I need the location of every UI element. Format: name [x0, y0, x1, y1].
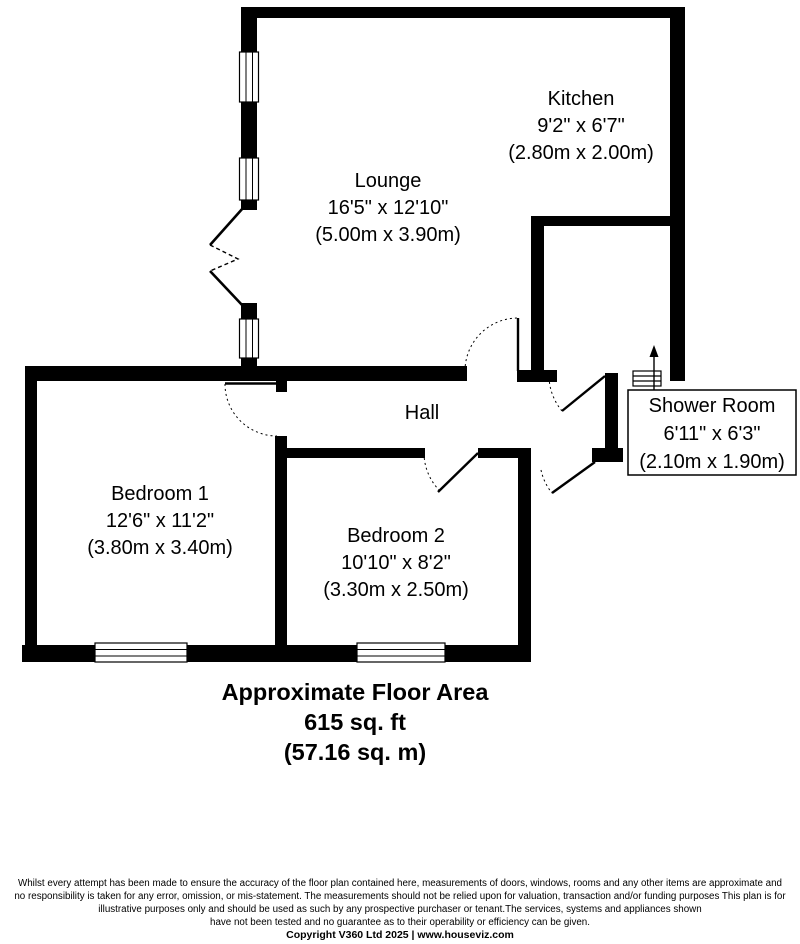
label-bedroom2: Bedroom 2 10'10" x 8'2" (3.30m x 2.50m) [323, 525, 469, 601]
entry-steps [632, 370, 662, 387]
bedroom2-metric: (3.30m x 2.50m) [323, 579, 469, 601]
wall-lounge-left-d [241, 303, 257, 319]
bedroom2-name: Bedroom 2 [347, 525, 445, 547]
wall-lounge-left-a [241, 7, 257, 52]
window-lounge-1 [238, 51, 260, 103]
shower-room-label-box [627, 389, 797, 476]
kitchen-imperial: 9'2" x 6'7" [537, 115, 624, 137]
wall-bed2-top-right [478, 448, 531, 458]
wall-bed1-door-jamb [276, 378, 287, 392]
disclaimer-line-3: illustrative purposes only and should be… [98, 904, 701, 915]
floor-area-metric: (57.16 sq. m) [284, 739, 426, 765]
wall-shower-left [531, 216, 544, 381]
wall-bed2-top-left [283, 448, 425, 458]
door-entrance [540, 461, 596, 494]
lounge-name: Lounge [355, 170, 422, 192]
window-bed2 [356, 642, 446, 663]
wall-hall-top [25, 366, 467, 381]
wall-left [25, 366, 37, 662]
windows [94, 51, 446, 663]
kitchen-metric: (2.80m x 2.00m) [508, 142, 654, 164]
kitchen-name: Kitchen [548, 88, 615, 110]
label-hall: Hall [405, 402, 439, 424]
copyright-line: Copyright V360 Ltd 2025 | www.houseviz.c… [286, 929, 514, 941]
hall-name: Hall [405, 402, 439, 424]
disclaimer-line-2: no responsibility is taken for any error… [14, 891, 786, 902]
lounge-metric: (5.00m x 3.90m) [315, 224, 461, 246]
wall-lounge-left-b [241, 102, 257, 158]
floor-area-title: Approximate Floor Area [222, 679, 490, 705]
window-lounge-2 [238, 157, 260, 201]
lounge-imperial: 16'5" x 12'10" [328, 197, 449, 219]
footer: Whilst every attempt has been made to en… [14, 878, 786, 941]
door-bedroom2 [423, 452, 479, 493]
label-shower-room: Shower Room 6'11" x 6'3" (2.10m x 1.90m) [627, 389, 797, 476]
wall-lounge-left-c [241, 200, 257, 210]
wall-bed2-right [518, 448, 531, 662]
door-lounge [464, 317, 520, 372]
door-bedroom1 [224, 382, 278, 437]
floor-area-summary: Approximate Floor Area 615 sq. ft (57.16… [222, 679, 490, 765]
bedroom1-name: Bedroom 1 [111, 483, 209, 505]
wall-bed1-bed2-divider [275, 436, 287, 650]
shower-metric: (2.10m x 1.90m) [639, 451, 785, 473]
wall-top [242, 7, 685, 18]
shower-imperial: 6'11" x 6'3" [663, 423, 760, 445]
bedroom1-metric: (3.80m x 3.40m) [87, 537, 233, 559]
door-shower-room [548, 375, 606, 412]
bay-break [209, 207, 244, 307]
wall-lobby-foot [592, 448, 623, 462]
window-lounge-3 [238, 318, 260, 359]
floor-area-imperial: 615 sq. ft [304, 709, 406, 735]
wall-right [670, 7, 685, 381]
label-kitchen: Kitchen 9'2" x 6'7" (2.80m x 2.00m) [508, 88, 654, 164]
disclaimer-line-1: Whilst every attempt has been made to en… [18, 878, 782, 889]
doors [224, 317, 606, 494]
label-lounge: Lounge 16'5" x 12'10" (5.00m x 3.90m) [315, 170, 461, 246]
bedroom2-imperial: 10'10" x 8'2" [341, 552, 451, 574]
label-bedroom1: Bedroom 1 12'6" x 11'2" (3.80m x 3.40m) [87, 483, 233, 559]
entry-direction-arrow-icon [649, 345, 659, 392]
shower-name: Shower Room [649, 395, 776, 417]
window-bed1 [94, 642, 188, 663]
wall-lobby [605, 373, 618, 462]
bedroom1-imperial: 12'6" x 11'2" [106, 510, 214, 532]
wall-kitchen-divider [531, 216, 670, 226]
disclaimer-line-4: have not been tested and no guarantee as… [210, 917, 590, 928]
wall-lounge-door-block [517, 370, 557, 382]
room-labels: Kitchen 9'2" x 6'7" (2.80m x 2.00m) Loun… [87, 88, 797, 601]
